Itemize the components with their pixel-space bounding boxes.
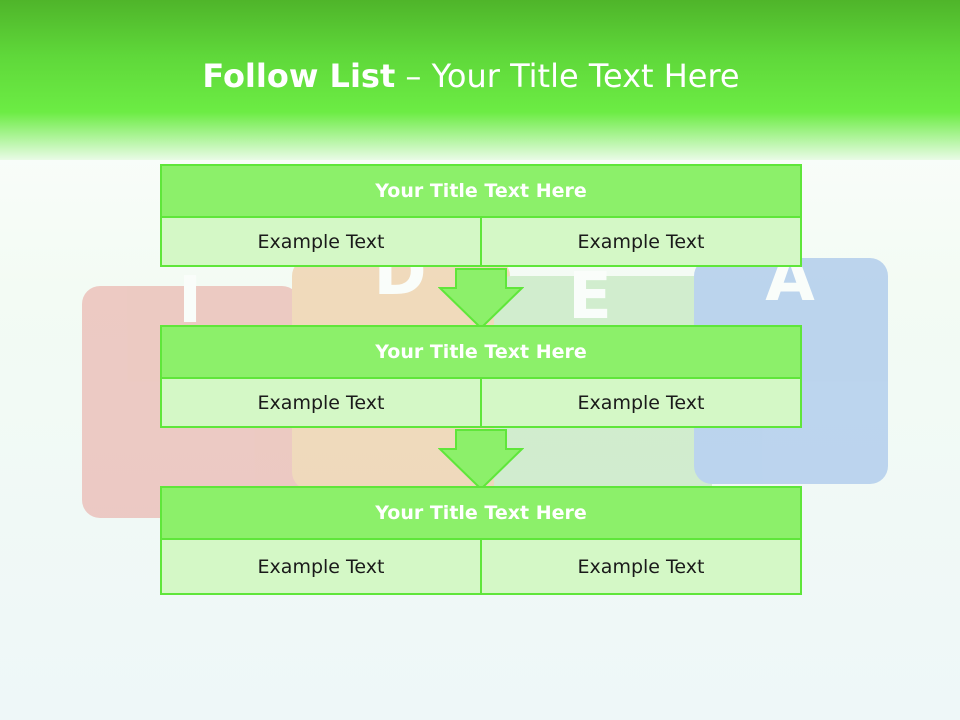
down-arrow-icon	[438, 268, 524, 330]
cube-letter-e: E	[568, 260, 612, 334]
block-cell-left: Example Text	[257, 555, 385, 578]
list-block-1: Your Title Text Here Example Text Exampl…	[160, 164, 802, 267]
block-cell-right: Example Text	[480, 218, 800, 265]
block-cell-left: Example Text	[257, 230, 385, 253]
block-title: Your Title Text Here	[160, 486, 802, 540]
slide-title: Follow List – Your Title Text Here	[0, 52, 942, 100]
block-row: Example Text Example Text	[160, 218, 802, 267]
block-cell-right: Example Text	[480, 540, 800, 593]
list-block-3: Your Title Text Here Example Text Exampl…	[160, 486, 802, 595]
block-row: Example Text Example Text	[160, 379, 802, 428]
cube-letter-i: I	[178, 264, 202, 338]
block-title: Your Title Text Here	[160, 325, 802, 379]
slide-title-bold: Follow List	[202, 57, 396, 95]
list-block-2: Your Title Text Here Example Text Exampl…	[160, 325, 802, 428]
down-arrow-icon	[438, 429, 524, 491]
block-title: Your Title Text Here	[160, 164, 802, 218]
header-band	[0, 0, 960, 160]
block-cell-left: Example Text	[257, 391, 385, 414]
block-row: Example Text Example Text	[160, 540, 802, 595]
block-cell-right: Example Text	[480, 379, 800, 426]
slide-title-rest: – Your Title Text Here	[395, 57, 740, 95]
